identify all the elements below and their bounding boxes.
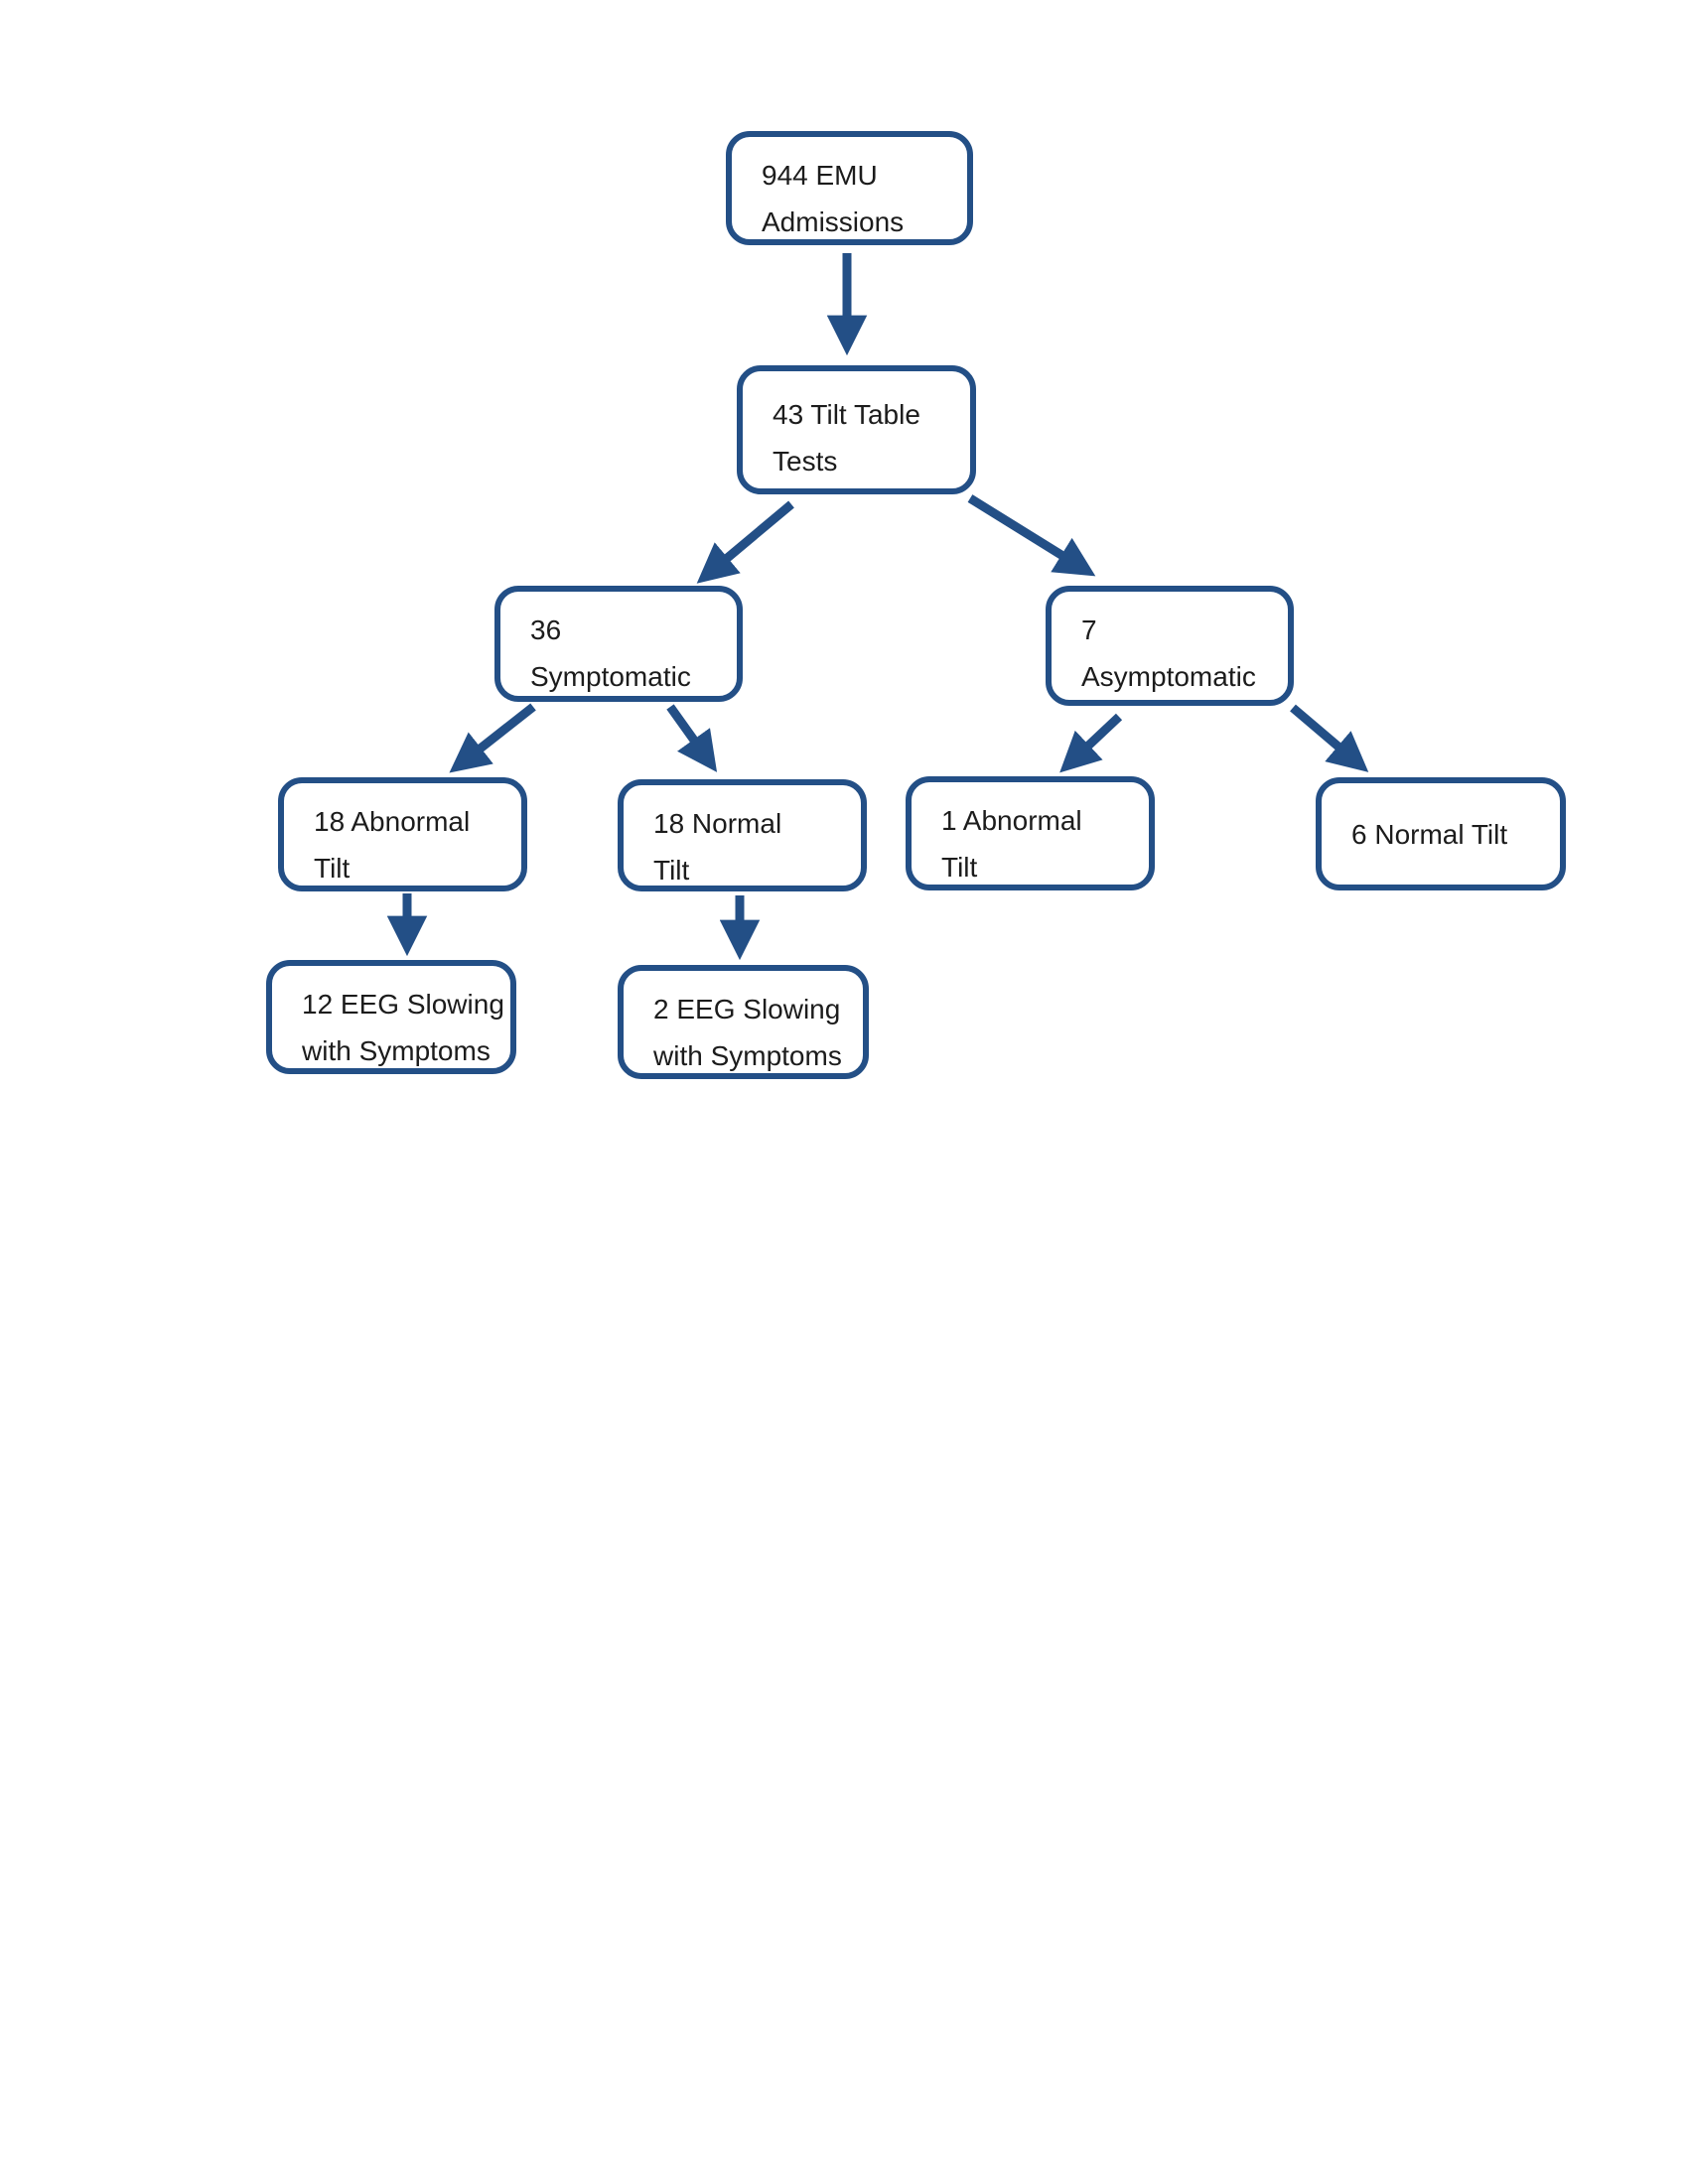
arrow-symptomatic-to-normal-tilt — [666, 704, 718, 772]
node-label-line: 36 — [530, 614, 562, 645]
node-label-line: 18 Normal — [653, 808, 782, 839]
node-label-line: Symptomatic — [530, 661, 691, 692]
node-label-line: 18 Abnormal — [314, 806, 471, 837]
node-emu-admissions: 944 EMU Admissions — [726, 131, 973, 245]
arrow-tilt-to-asymptomatic — [967, 494, 1096, 577]
arrow-symptomatic-to-abnormal-tilt — [449, 703, 536, 773]
node-eeg-slowing-abnormal: 12 EEG Slowing with Symptoms — [266, 960, 516, 1074]
node-abnormal-tilt-asymptomatic: 1 Abnormal Tilt — [906, 776, 1155, 890]
node-label-line: Tests — [773, 446, 838, 477]
arrow-tilt-to-symptomatic — [696, 500, 794, 584]
node-label-line: Asymptomatic — [1081, 661, 1256, 692]
node-label-line: 6 Normal Tilt — [1351, 818, 1508, 850]
node-symptomatic: 36 Symptomatic — [494, 586, 743, 702]
arrow-asymptomatic-to-abnormal-tilt — [1059, 713, 1123, 773]
node-normal-tilt-symptomatic: 18 Normal Tilt — [618, 779, 867, 891]
node-tilt-table-tests: 43 Tilt Table Tests — [737, 365, 976, 494]
node-label-line: Tilt — [941, 852, 978, 883]
node-label-line: 43 Tilt Table — [773, 399, 920, 430]
node-normal-tilt-asymptomatic: 6 Normal Tilt — [1316, 777, 1566, 890]
node-asymptomatic: 7 Asymptomatic — [1046, 586, 1294, 706]
node-label-line: 944 EMU — [762, 160, 878, 191]
node-label-line: Admissions — [762, 206, 905, 237]
node-label-line: with Symptoms — [302, 1035, 491, 1066]
node-abnormal-tilt-symptomatic: 18 Abnormal Tilt — [278, 777, 527, 891]
node-label-line: 7 — [1081, 614, 1097, 645]
node-label-line: 12 EEG Slowing — [302, 989, 504, 1020]
node-eeg-slowing-normal: 2 EEG Slowing with Symptoms — [618, 965, 869, 1079]
node-label-line: 2 EEG Slowing — [653, 994, 841, 1024]
node-label-line: Tilt — [314, 853, 351, 884]
arrow-asymptomatic-to-normal-tilt — [1290, 704, 1369, 772]
node-label-line: 1 Abnormal — [941, 805, 1082, 836]
node-label-line: Tilt — [653, 855, 690, 886]
node-label-line: with Symptoms — [653, 1040, 842, 1071]
